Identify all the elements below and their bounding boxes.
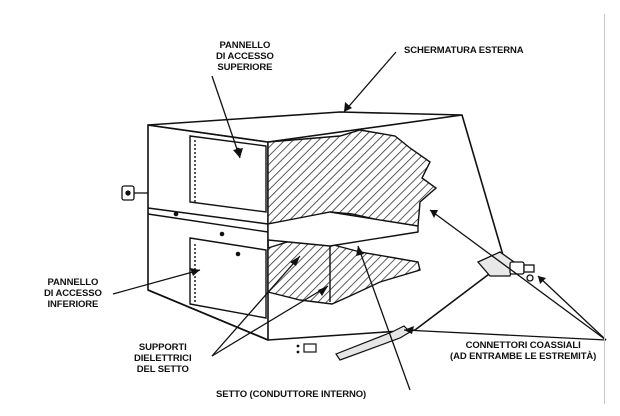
septum-plate <box>267 211 419 302</box>
label-outer-shield: SCHERMATURA ESTERNA <box>404 45 524 56</box>
front-panels <box>147 135 269 319</box>
frame-border <box>604 14 605 404</box>
label-septum: SETTO (CONDUTTORE INTERNO) <box>216 389 367 400</box>
label-bottom-panel: PANNELLO DI ACCESSO INFERIORE <box>44 277 102 310</box>
left-coax-connector <box>121 185 148 201</box>
port-detail <box>303 343 317 353</box>
arrowheads <box>190 102 546 334</box>
right-coax-connector <box>476 251 535 282</box>
label-coax-connectors: CONNETTORI COASSIALI (AD ENTRAMBE LE EST… <box>450 340 597 362</box>
leader-lines <box>112 51 607 391</box>
label-top-panel: PANNELLO DI ACCESSO SUPERIORE <box>216 40 274 73</box>
bottom-cable <box>335 325 411 361</box>
label-dielectric-supports: SUPPORTI DIELETTRICI DEL SETTO <box>134 342 192 375</box>
